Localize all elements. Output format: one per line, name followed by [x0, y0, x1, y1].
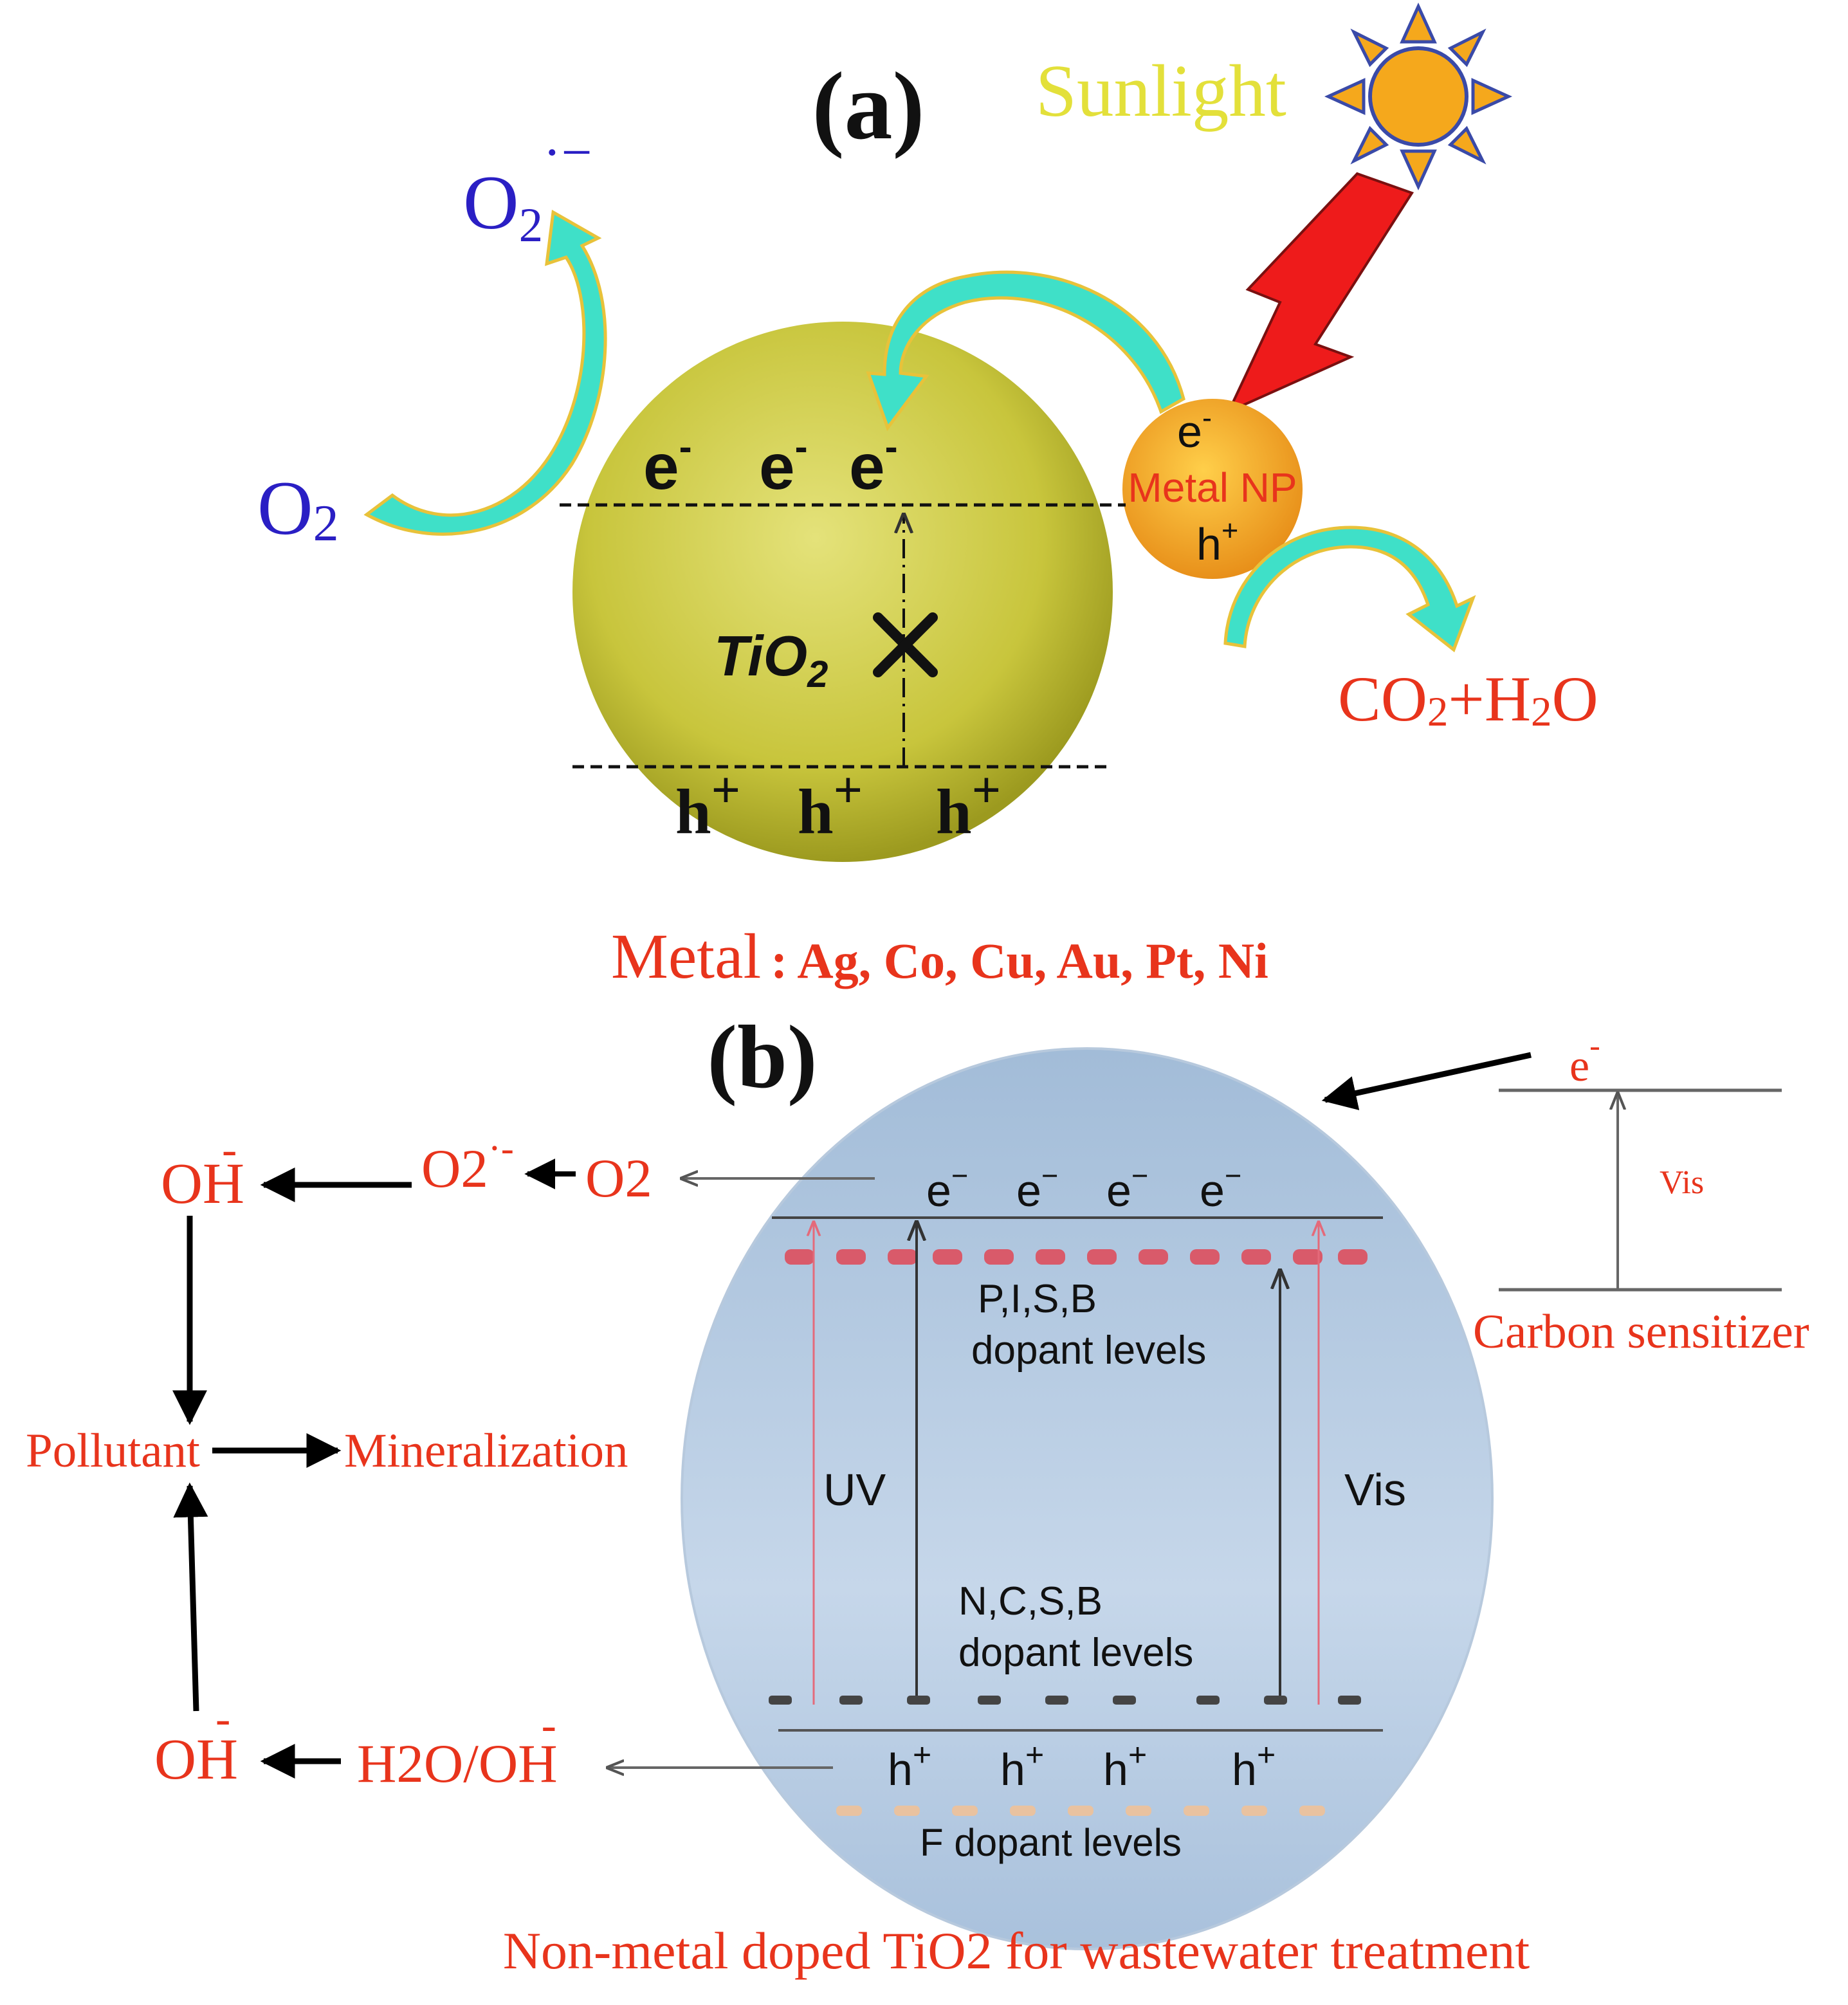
cb-electrons: e- e- e-: [643, 425, 898, 503]
sensitizer-vis-label: Vis: [1660, 1164, 1704, 1201]
electron-b-4: e−: [1200, 1159, 1241, 1216]
hole-b-2: h+: [1000, 1737, 1044, 1795]
co2-h2o-label: CO2+H2O: [1338, 663, 1598, 735]
panel-b: (b) e- Vis Carbon sensitizer e− e− e− e−: [26, 1007, 1809, 1980]
pollutant-label: Pollutant: [26, 1424, 200, 1478]
tio2-label: TiO2: [714, 624, 828, 695]
metal-np-electron: e-: [1177, 401, 1212, 457]
panel-a: (a) Sunlight: [257, 2, 1598, 992]
electron-b-1: e−: [926, 1159, 968, 1216]
ncsb-dopant-dashes: [769, 1696, 1361, 1705]
sensitizer-electron: e-: [1569, 1027, 1600, 1091]
o2-reduction-arrow: [363, 209, 607, 536]
hole-1: h+: [675, 762, 740, 847]
hole-b-3: h+: [1103, 1737, 1147, 1795]
electron-2: e-: [759, 425, 808, 503]
pisb-label-line2: dopant levels: [971, 1328, 1206, 1373]
hole-b-4: h+: [1232, 1737, 1276, 1795]
tio2-sphere: [572, 322, 1113, 862]
mineralization-label: Mineralization: [344, 1424, 628, 1478]
h2o-oh-label: H2O/OH-: [357, 1701, 558, 1794]
o2-radical-b-label: O2·-: [421, 1127, 514, 1199]
sensitizer-electron-arrow: [1321, 1052, 1532, 1110]
sun-icon: [1324, 2, 1513, 191]
oh-bottom-to-pollutant-arrow: [173, 1482, 208, 1712]
uv-label: UV: [823, 1465, 886, 1515]
panel-b-label: (b): [707, 1007, 817, 1107]
carbon-sensitizer-label: Carbon sensitizer: [1473, 1305, 1809, 1359]
pisb-label-line1: P,I,S,B: [978, 1277, 1097, 1321]
oh-bottom-label: OH-: [154, 1694, 238, 1791]
electron-1: e-: [643, 425, 692, 503]
o2-radical-label: O2·−: [463, 122, 592, 252]
hole-3: h+: [936, 762, 1001, 847]
vb-holes: h+ h+ h+: [675, 762, 1001, 847]
panel-a-label: (a): [812, 53, 925, 160]
sunlight-label: Sunlight: [1036, 50, 1286, 132]
hole-b-1: h+: [888, 1737, 931, 1795]
metal-caption: Metal: Ag, Co, Cu, Au, Pt, Ni: [611, 920, 1268, 992]
teal-arrows: [363, 209, 1476, 653]
cb-electrons-b: e− e− e− e−: [926, 1159, 1241, 1216]
panel-b-caption: Non-metal doped TiO2 for wastewater trea…: [503, 1921, 1530, 1980]
ncsb-label-line1: N,C,S,B: [958, 1579, 1102, 1624]
f-dopant-label: F dopant levels: [920, 1821, 1182, 1864]
vb-holes-b: h+ h+ h+ h+: [888, 1737, 1276, 1795]
o2-b-label: O2: [585, 1148, 652, 1209]
lightning-bolt-icon: [1225, 172, 1414, 415]
electron-3: e-: [849, 425, 898, 503]
recombination-blocked-icon: [873, 612, 938, 677]
metal-np-sphere: [1122, 399, 1303, 579]
electron-b-3: e−: [1106, 1159, 1148, 1216]
hole-2: h+: [798, 762, 863, 847]
electron-transfer-arrow: [866, 270, 1185, 432]
vis-label: Vis: [1344, 1465, 1406, 1515]
o2-label: O2: [257, 465, 339, 552]
f-dopant-dashes: [836, 1806, 1325, 1816]
metal-np-hole: h+: [1196, 514, 1238, 569]
oh-top-label: OH-: [161, 1125, 244, 1216]
metal-np-label: Metal NP: [1128, 464, 1297, 511]
ncsb-label-line2: dopant levels: [958, 1631, 1193, 1675]
oxidation-arrow: [1223, 526, 1476, 653]
pisb-dopant-dashes: [785, 1249, 1368, 1265]
electron-b-2: e−: [1016, 1159, 1058, 1216]
